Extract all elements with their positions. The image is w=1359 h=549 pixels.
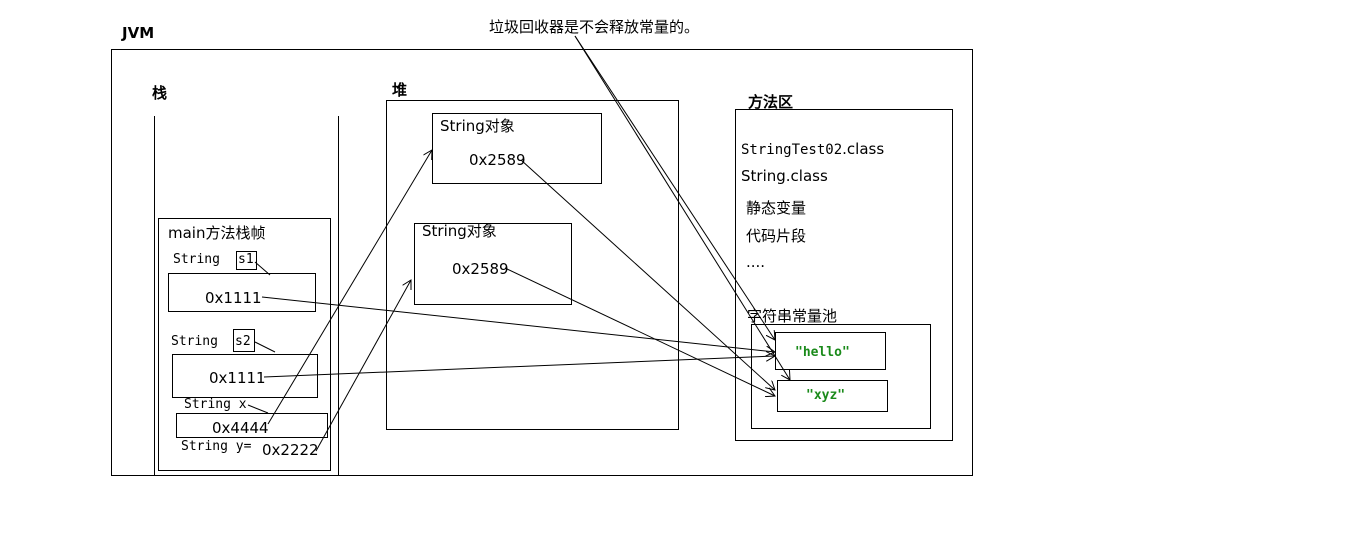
ellipsis: .... [746,253,766,271]
arrow-y-to-object2 [315,280,411,452]
y-value: 0x2222 [262,441,319,459]
s2-type: String [171,334,218,349]
heap-object-1-label: String对象 [440,117,515,135]
class-stringtest02-ext: .class [842,140,885,158]
pool-item-xyz-text: "xyz" [806,388,846,403]
s2-name: s2 [235,334,251,349]
s2-value: 0x1111 [209,369,266,387]
s1-name-box [236,251,257,270]
s1-value: 0x1111 [205,289,262,307]
heap-object-1-address: 0x2589 [469,151,526,169]
x-value: 0x4444 [212,419,269,437]
x-label: String x [184,397,247,412]
method-area-box [735,109,953,441]
heap-object-2 [414,223,572,305]
jvm-box [111,49,973,476]
arrow-s1-to-hello [261,296,775,352]
heap-object-2-label: String对象 [422,222,497,240]
s1-value-box [168,273,316,312]
x-leader-line [247,404,269,414]
main-frame-label: main方法栈帧 [168,224,266,242]
s2-value-box [172,354,318,398]
arrow-note-to-hello [574,35,775,340]
heap-label: 堆 [392,81,408,99]
s1-type: String [173,252,220,267]
class-stringtest02-name: StringTest02 [741,142,843,158]
arrow-s2-to-hello [263,356,775,378]
heap-box [386,100,679,430]
string-pool-label: 字符串常量池 [747,307,838,325]
class-string: String.class [741,167,828,185]
string-pool-box [751,324,931,429]
y-label: String y= [181,439,252,454]
s1-leader-line [254,261,271,276]
arrow-note-to-xyz [574,35,790,380]
heap-object-2-address: 0x2589 [452,260,509,278]
s1-name: s1 [238,252,254,267]
x-value-box [176,413,328,438]
heap-object-1 [432,113,602,184]
main-stack-frame [158,218,331,471]
arrow-x-to-object1 [267,150,432,425]
class-stringtest02: StringTest02.class [741,140,884,159]
pool-item-hello-text: "hello" [795,345,850,360]
method-area-label: 方法区 [748,93,794,111]
arrow-object2-to-xyz [504,267,775,396]
static-vars: 静态变量 [746,199,807,217]
s2-name-box [233,329,255,352]
jvm-label: JVM [122,24,155,42]
stack-label: 栈 [152,84,168,102]
arrow-object1-to-xyz [520,159,775,390]
pool-item-xyz [777,380,888,412]
gc-note: 垃圾回收器是不会释放常量的。 [489,18,700,36]
s2-leader-line [254,341,276,353]
code-segment: 代码片段 [746,227,807,245]
